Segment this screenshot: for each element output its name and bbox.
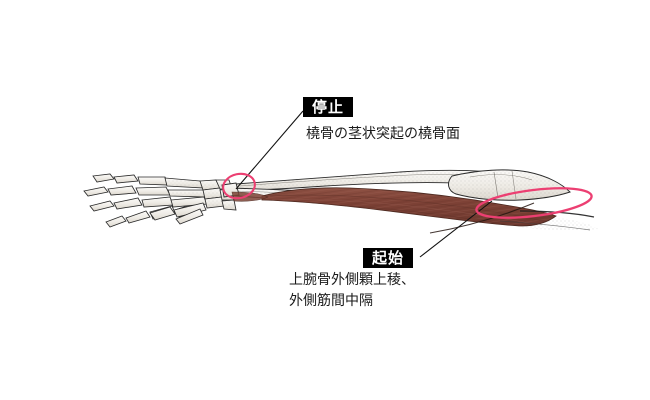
- insertion-highlight-marker: [222, 172, 256, 200]
- hand-skeleton: [83, 173, 237, 228]
- insertion-badge: 停止: [303, 97, 354, 117]
- finger-phalanges-middle: [83, 185, 171, 197]
- origin-badge: 起始: [363, 248, 414, 268]
- finger-phalanges-index: [92, 173, 169, 186]
- origin-highlight-marker: [475, 187, 593, 219]
- humerus-distal-end: [448, 169, 571, 201]
- brachioradialis-distal-tendon: [231, 191, 269, 202]
- metacarpals: [164, 177, 208, 225]
- finger-phalanges-ring: [89, 196, 174, 212]
- leader-line-insertion: [235, 110, 304, 190]
- leader-line-origin: [419, 200, 493, 258]
